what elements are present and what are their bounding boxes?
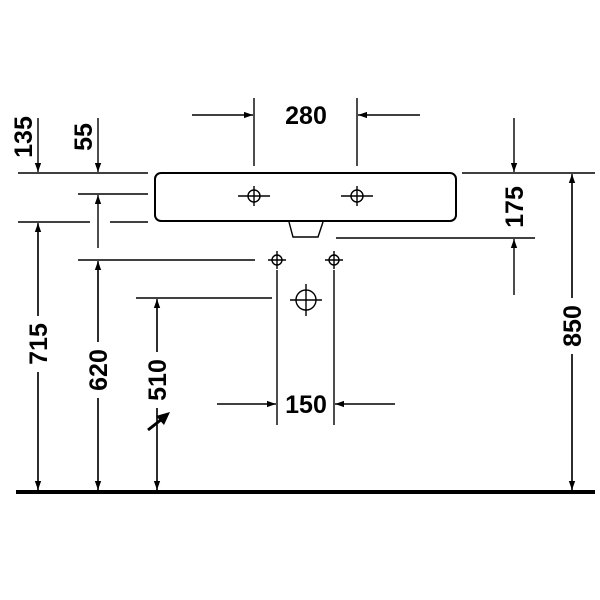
dim-280: 280 xyxy=(192,98,420,166)
dim-55: 55 xyxy=(70,118,102,248)
dim-850-label: 850 xyxy=(559,305,587,347)
dim-150-label: 150 xyxy=(285,391,327,419)
dim-715: 715 xyxy=(22,223,54,490)
dim-850: 850 xyxy=(556,174,588,490)
supply-connection-left xyxy=(268,251,286,269)
dim-55-label: 55 xyxy=(70,123,98,151)
dim-135-label: 135 xyxy=(10,116,38,158)
waste-outlet xyxy=(290,284,322,316)
pointer-arrow-icon xyxy=(147,412,170,432)
basin-outline xyxy=(154,172,457,222)
dim-510-label: 510 xyxy=(144,359,172,401)
dim-175: 175 xyxy=(501,118,529,295)
dim-280-label: 280 xyxy=(285,102,327,130)
dim-715-label: 715 xyxy=(25,323,53,365)
dim-620: 620 xyxy=(82,261,114,490)
basin-outlet xyxy=(288,221,324,238)
supply-connection-right xyxy=(325,251,343,269)
tap-hole-right xyxy=(341,186,373,206)
dim-510: 510 xyxy=(141,299,173,490)
dim-150: 150 xyxy=(217,270,395,425)
dim-135: 135 xyxy=(10,116,42,172)
tap-hole-left xyxy=(238,186,270,206)
dim-175-label: 175 xyxy=(501,186,529,228)
dim-620-label: 620 xyxy=(85,349,113,391)
